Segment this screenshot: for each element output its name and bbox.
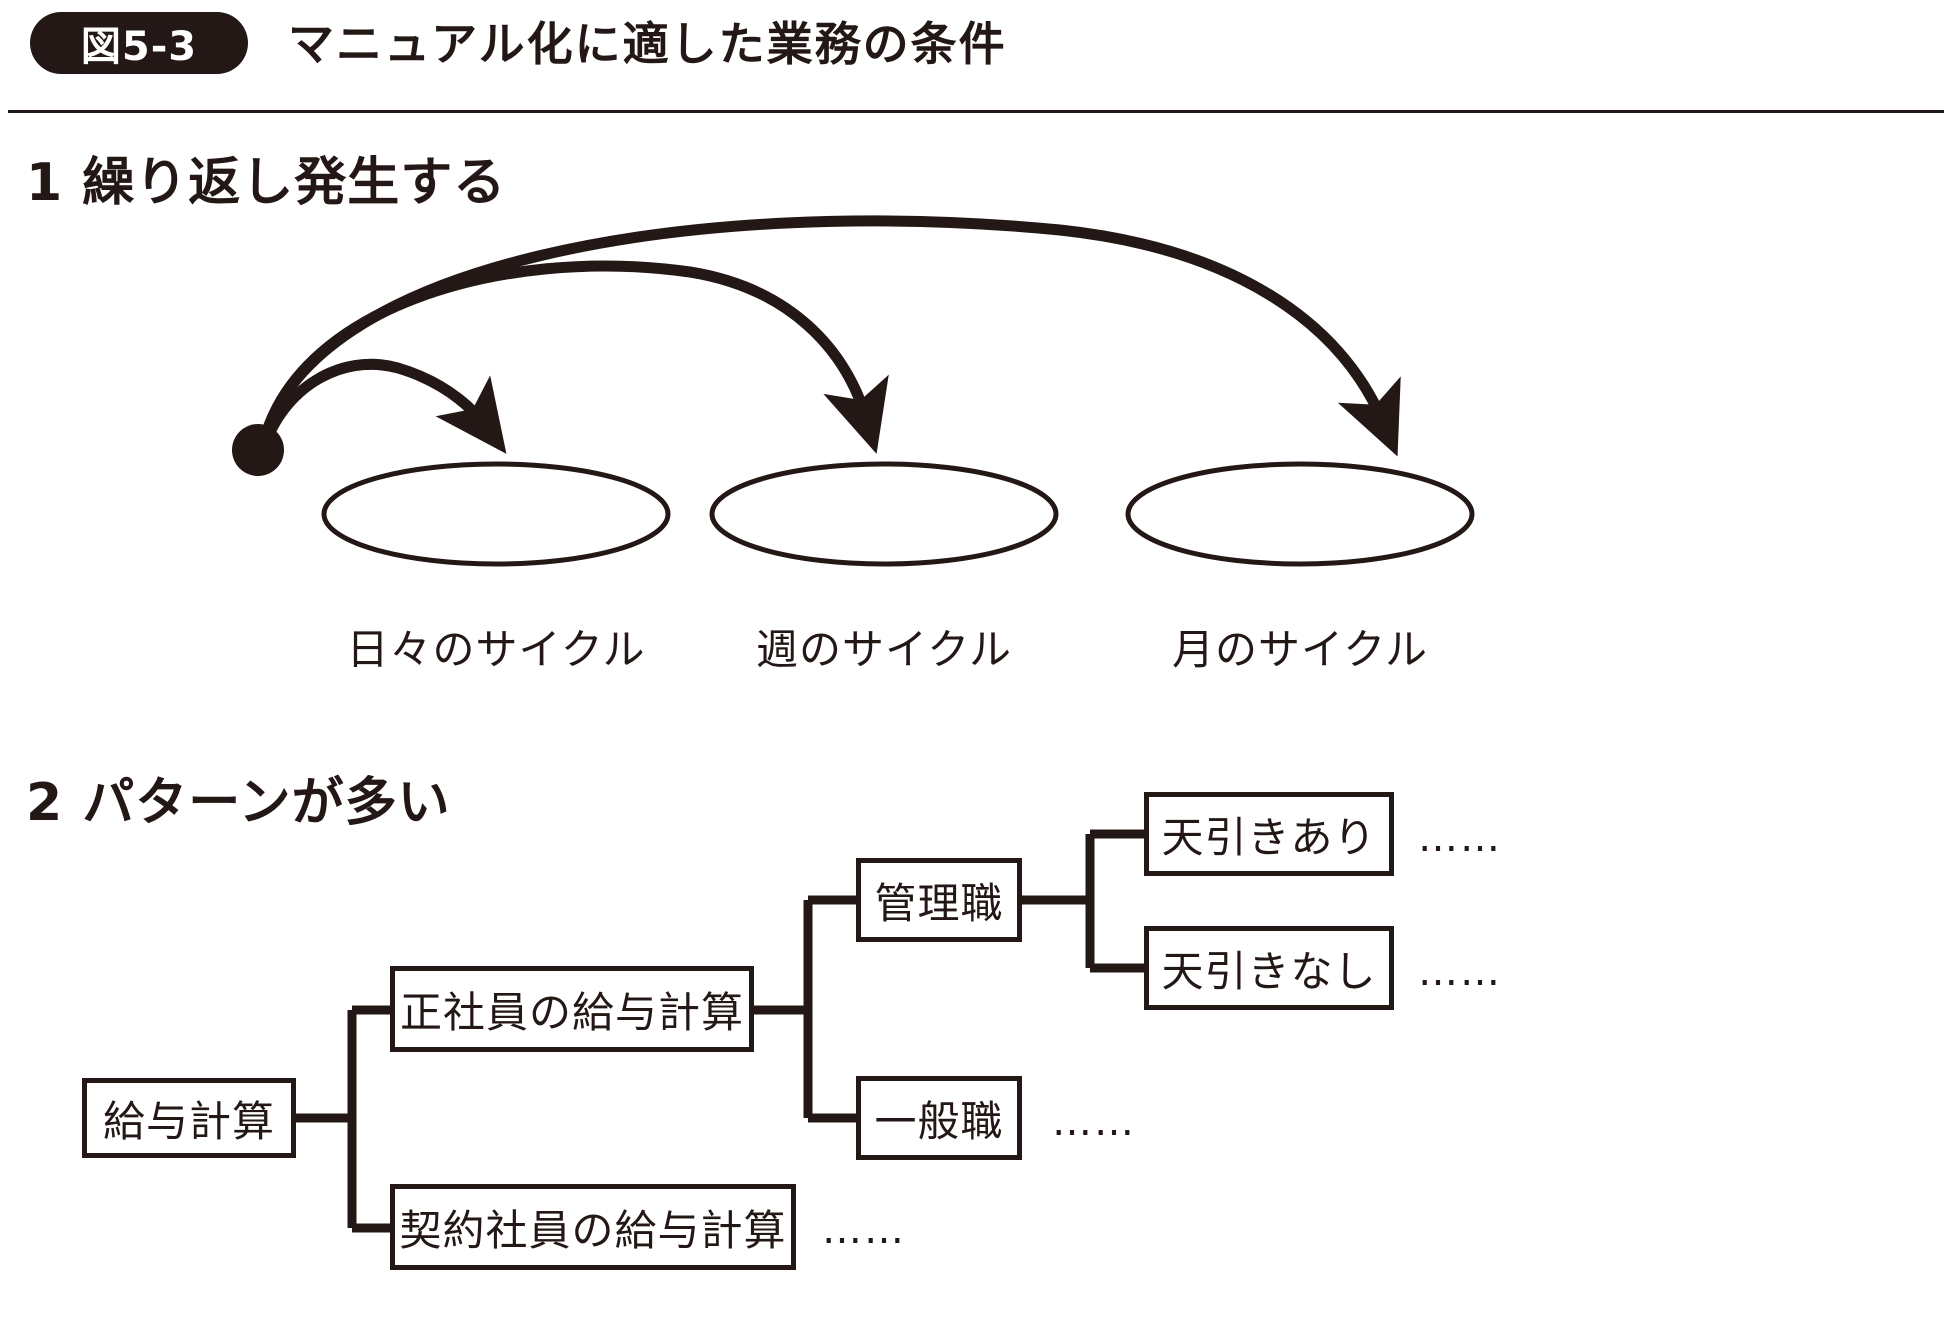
cycle-label-week: 週のサイクル [756, 625, 1012, 674]
origin-dot [232, 424, 284, 476]
tree-node-without-deduction[interactable]: 天引きなし [1144, 926, 1394, 1010]
tree-node-manager[interactable]: 管理職 [856, 858, 1022, 942]
ellipsis-without-deduction: …… [1418, 949, 1502, 995]
cycle-label-month: 月のサイクル [1172, 625, 1428, 674]
ellipse-daily-cycle [321, 461, 671, 567]
figure-header: 図5-3 マニュアル化に適した業務の条件 [0, 0, 1952, 118]
header-divider [8, 110, 1944, 113]
ellipsis-contract-payroll: …… [822, 1207, 906, 1253]
figure-title: マニュアル化に適した業務の条件 [288, 17, 1007, 71]
tree-node-payroll-calculation[interactable]: 給与計算 [82, 1078, 296, 1158]
tree-node-contract-payroll[interactable]: 契約社員の給与計算 [390, 1184, 796, 1270]
ellipsis-with-deduction: …… [1418, 815, 1502, 861]
tree-node-with-deduction[interactable]: 天引きあり [1144, 792, 1394, 876]
section-2-heading: 2 パターンが多い [26, 773, 451, 833]
arrow-to-daily-cycle [258, 358, 507, 454]
figure-number-badge: 図5-3 [30, 12, 248, 74]
tree-node-fulltime-payroll[interactable]: 正社員の給与計算 [390, 966, 754, 1052]
ellipsis-general-staff: …… [1052, 1099, 1136, 1145]
ellipse-week-cycle [709, 461, 1059, 567]
arrow-to-week-cycle [256, 260, 889, 454]
cycle-label-daily: 日々のサイクル [346, 625, 646, 674]
tree-node-general-staff[interactable]: 一般職 [856, 1076, 1022, 1160]
section-1-heading: 1 繰り返し発生する [26, 153, 507, 213]
ellipse-month-cycle [1125, 461, 1475, 567]
cycle-arrows-diagram [232, 215, 1475, 567]
